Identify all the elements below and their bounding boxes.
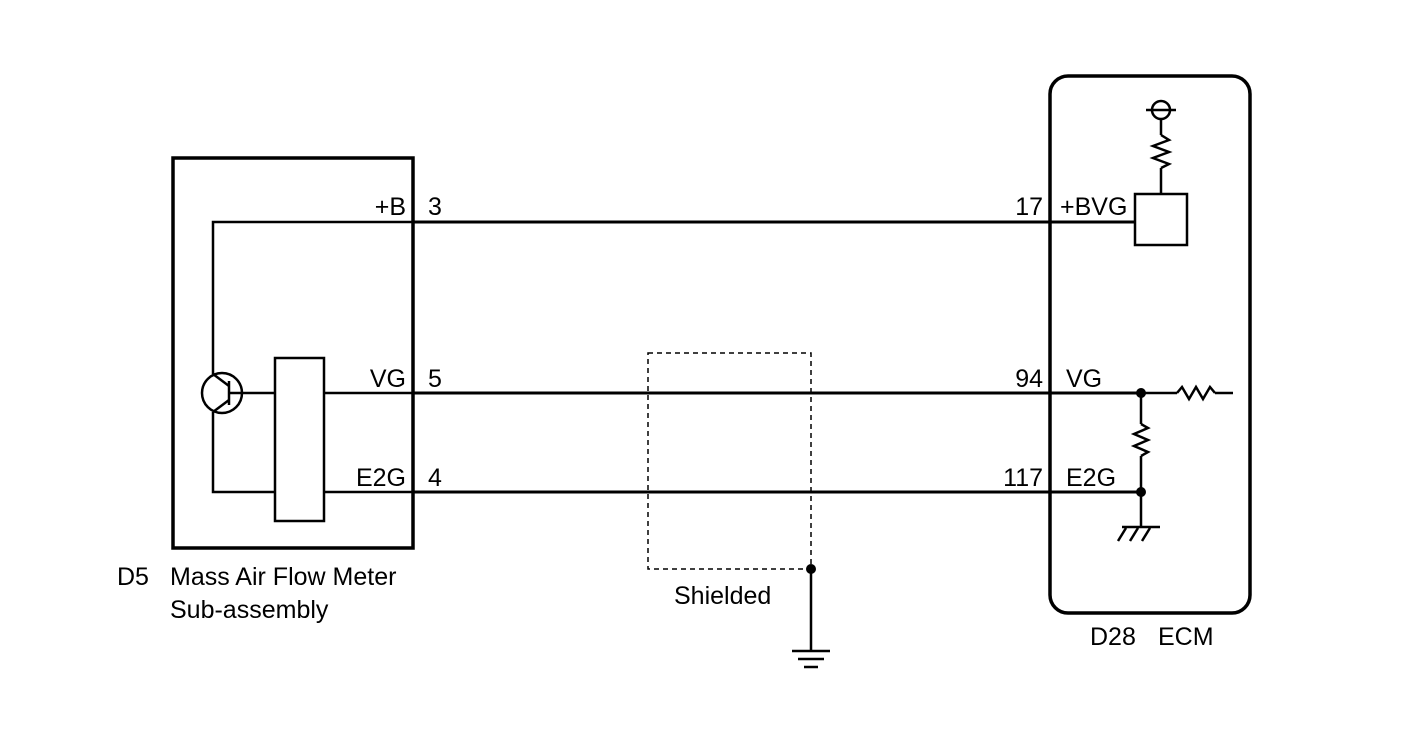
power-supply-icon <box>1146 99 1176 121</box>
shield-label: Shielded <box>674 582 771 610</box>
sensor-pin-label: 5 <box>428 365 442 393</box>
chassis-ground-icon <box>1116 525 1160 542</box>
ecm-power-circuit <box>1133 99 1189 247</box>
sensor-signal-label: +B <box>375 193 406 221</box>
ecm-name: ECM <box>1158 623 1214 651</box>
resistor-icon <box>1130 422 1152 458</box>
sensor-signal-label: E2G <box>356 464 406 492</box>
ecm-signal-label: E2G <box>1066 464 1116 492</box>
sensor-name-line1: Mass Air Flow Meter <box>170 563 396 591</box>
sensor-connector-id: D5 <box>117 563 149 591</box>
sensing-element <box>273 356 326 523</box>
ecm-vg-circuit <box>1116 384 1233 542</box>
shield <box>647 352 830 669</box>
mass-air-flow-meter-box <box>171 156 415 550</box>
sensor-internal-circuit <box>200 220 413 523</box>
ecm-signal-label: VG <box>1066 365 1102 393</box>
ground-icon <box>792 649 830 669</box>
ecm-pin-label: 17 <box>1015 193 1043 221</box>
transistor-icon <box>200 371 275 415</box>
ecm-box <box>1048 74 1252 615</box>
sensor-name-line2: Sub-assembly <box>170 596 329 624</box>
sensor-pin-label: 4 <box>428 464 442 492</box>
ecm-connector-id: D28 <box>1090 623 1136 651</box>
sensor-pin-label: 3 <box>428 193 442 221</box>
sensor-signal-label: VG <box>370 365 406 393</box>
ecm-pin-label: 117 <box>1003 464 1043 492</box>
ecm-signal-label: +BVG <box>1060 193 1127 221</box>
ecm-pin-label: 94 <box>1015 365 1043 393</box>
resistor-icon <box>1149 133 1173 170</box>
ecm-power-block <box>1133 192 1189 247</box>
resistor-icon <box>1176 384 1216 402</box>
